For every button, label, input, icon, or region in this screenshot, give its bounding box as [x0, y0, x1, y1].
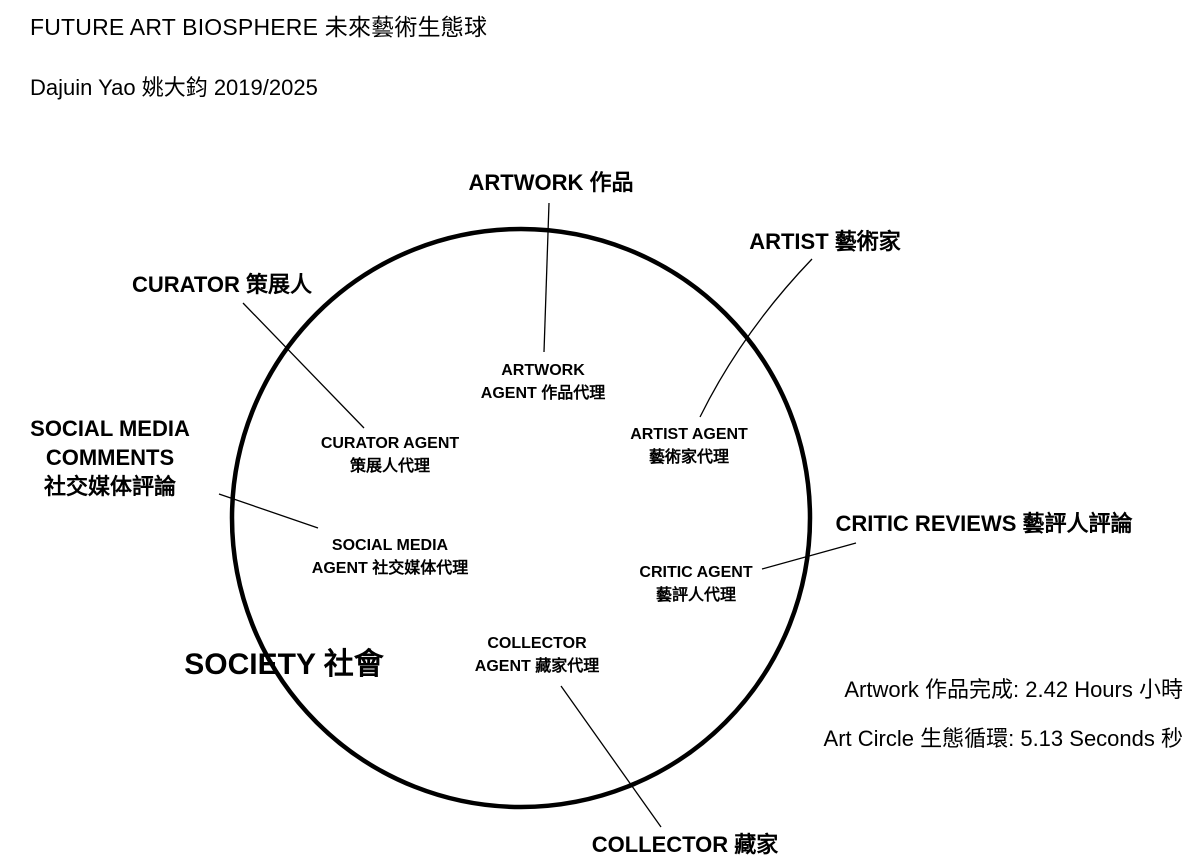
agent-collector-line2: AGENT 藏家代理 — [474, 658, 600, 675]
agent-curator-line1: CURATOR AGENT — [320, 435, 460, 452]
biosphere-circle — [229, 226, 813, 810]
connector-curator — [242, 302, 365, 429]
label-artist: ARTIST 藝術家 — [749, 229, 901, 254]
label-social-media-line1: SOCIAL MEDIA — [30, 416, 190, 441]
agent-artist: ARTIST AGENT 藝術家代理 — [630, 423, 748, 469]
connector-social-media — [218, 493, 319, 529]
label-curator: CURATOR 策展人 — [131, 272, 313, 297]
agent-artist-line2: 藝術家代理 — [648, 449, 729, 466]
connector-artist — [699, 258, 813, 418]
agent-critic-line1: CRITIC AGENT — [639, 564, 753, 581]
agent-curator: CURATOR AGENT 策展人代理 — [321, 432, 459, 478]
stat-artwork-completion: Artwork 作品完成: 2.42 Hours 小時 — [844, 677, 1183, 702]
label-society: SOCIETY 社會 — [184, 648, 384, 681]
agent-critic: CRITIC AGENT 藝評人代理 — [639, 561, 752, 607]
agent-social-media: SOCIAL MEDIA AGENT 社交媒体代理 — [312, 534, 468, 580]
agent-collector: COLLECTOR AGENT 藏家代理 — [475, 632, 599, 678]
label-artwork: ARTWORK 作品 — [468, 170, 634, 195]
agent-artwork-line2: AGENT 作品代理 — [480, 385, 606, 402]
page-title: FUTURE ART BIOSPHERE 未來藝術生態球 — [30, 14, 488, 40]
agent-artwork-line1: ARTWORK — [501, 362, 585, 379]
connector-critic — [761, 542, 857, 570]
agent-artist-line1: ARTIST AGENT — [630, 426, 748, 443]
label-social-media-line3: 社交媒体評論 — [43, 474, 176, 499]
label-critic-reviews: CRITIC REVIEWS 藝評人評論 — [835, 511, 1133, 536]
agent-collector-line1: COLLECTOR — [487, 635, 587, 652]
agent-artwork: ARTWORK AGENT 作品代理 — [481, 359, 605, 405]
author-byline: Dajuin Yao 姚大鈞 2019/2025 — [30, 75, 318, 100]
label-social-media-line2: COMMENTS — [45, 445, 175, 470]
label-collector: COLLECTOR 藏家 — [591, 832, 779, 857]
connector-collector — [560, 685, 662, 828]
agent-social-media-line1: SOCIAL MEDIA — [331, 537, 449, 554]
agent-social-media-line2: AGENT 社交媒体代理 — [311, 560, 469, 577]
label-social-media-comments: SOCIAL MEDIA COMMENTS 社交媒体評論 — [30, 414, 190, 501]
stat-art-circle: Art Circle 生態循環: 5.13 Seconds 秒 — [823, 726, 1183, 751]
agent-critic-line2: 藝評人代理 — [655, 587, 736, 604]
connector-artwork — [543, 202, 550, 353]
agent-curator-line2: 策展人代理 — [349, 458, 430, 475]
